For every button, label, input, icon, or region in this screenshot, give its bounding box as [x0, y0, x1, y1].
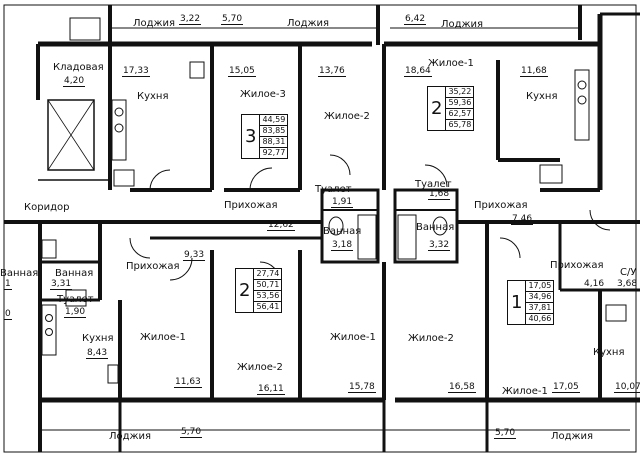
- area-cut-0: 0: [4, 309, 12, 320]
- area-living1-17-05: 17,05: [552, 382, 580, 393]
- room-label-bath-center-right: Ванная: [416, 222, 455, 233]
- area-kitchen-8-43: 8,43: [86, 348, 109, 359]
- area-living1-11-63: 11,63: [174, 377, 202, 388]
- room-label-living1-lower-left: Жилое-1: [140, 332, 186, 343]
- room-label-living2-lower-right: Жилое-2: [408, 333, 454, 344]
- room-label-loggia-bottom-right: Лоджия: [551, 431, 594, 442]
- room-label-loggia-bottom-left: Лоджия: [109, 431, 152, 442]
- room-label-loggia-top-right: Лоджия: [441, 19, 484, 30]
- room-label-bath-lower-left: Ванная: [55, 268, 94, 279]
- room-label-living1-top: Жилое-1: [428, 58, 474, 69]
- apartment-area-value: 17,05: [526, 281, 554, 292]
- apartment-area-value: 56,41: [256, 302, 280, 311]
- area-bath-3-31: 3,31: [50, 279, 73, 290]
- apartment-room-count: 2: [239, 279, 251, 301]
- apartment-area-value: 35,22: [446, 87, 474, 98]
- apartment-area-value: 92,77: [262, 148, 286, 157]
- apartment-area-value: 83,85: [260, 126, 288, 137]
- room-label-toilet-center-left: Туалет: [315, 184, 352, 195]
- area-hallway-4-16: 4,16: [583, 279, 606, 290]
- apartment-area-value: 34,96: [526, 292, 554, 303]
- area-toilet-1-68: 1,68: [428, 189, 451, 200]
- apartment-table-2-room-bottom: 2 27,74 50,71 53,56 56,41: [235, 268, 283, 313]
- area-bath-3-18: 3,18: [331, 240, 354, 251]
- area-living2-13-76: 13,76: [318, 66, 346, 77]
- area-kitchen-11-68: 11,68: [520, 66, 548, 77]
- room-label-loggia-top-mid: Лоджия: [287, 18, 330, 29]
- room-label-toilet-center-right: Туалет: [415, 179, 452, 190]
- area-hallway-7-46: 7,46: [511, 214, 534, 225]
- room-label-hallway-top-right: Прихожая: [474, 200, 528, 211]
- room-label-kitchen-lower-right: Кухня: [593, 347, 625, 358]
- room-label-hallway-lower-right: Прихожая: [550, 260, 604, 271]
- room-label-living3: Жилое-3: [240, 89, 286, 100]
- room-label-loggia-top-left: Лоджия: [133, 18, 176, 29]
- apartment-table-3-room: 3 44,59 83,85 88,31 92,77: [241, 114, 289, 159]
- apartment-area-value: 53,56: [254, 291, 282, 302]
- fixtures: [41, 17, 627, 384]
- room-label-corridor: Коридор: [24, 202, 70, 213]
- room-label-bath-left-edge: Ванная: [0, 268, 39, 279]
- area-kitchen-17-33: 17,33: [122, 66, 150, 77]
- area-loggia-5-70-bottom-right: 5,70: [494, 428, 517, 439]
- area-loggia-3-22: 3,22: [179, 14, 202, 25]
- room-label-living2-top: Жилое-2: [324, 111, 370, 122]
- room-label-kitchen-top-right: Кухня: [526, 91, 558, 102]
- area-toilet-1-91: 1,91: [331, 197, 354, 208]
- room-label-living1-lower-right: Жилое-1: [502, 386, 548, 397]
- area-cut-1: 1: [4, 279, 12, 290]
- area-loggia-6-42: 6,42: [404, 14, 427, 25]
- room-label-living1-lower-center: Жилое-1: [330, 332, 376, 343]
- apartment-area-value: 59,36: [446, 98, 474, 109]
- area-living2-16-11: 16,11: [257, 384, 285, 395]
- room-label-kitchen-top-left: Кухня: [137, 91, 169, 102]
- apartment-area-value: 50,71: [254, 280, 282, 291]
- area-kitchen-10-07: 10,07: [614, 382, 640, 393]
- room-label-combined-bath: С/У: [620, 267, 637, 278]
- area-loggia-5-70-bottom-left: 5,70: [180, 427, 203, 438]
- area-living2-16-58: 16,58: [448, 382, 476, 393]
- room-label-hallway-lower-left: Прихожая: [126, 261, 180, 272]
- area-bath-3-32: 3,32: [428, 240, 451, 251]
- area-living3-15-05: 15,05: [228, 66, 256, 77]
- walls: [3, 4, 640, 453]
- apartment-area-value: 40,66: [528, 314, 552, 323]
- area-combined-bath-3-68: 3,68: [616, 279, 639, 290]
- area-storage-4-20: 4,20: [63, 76, 86, 87]
- apartment-room-count: 3: [245, 125, 257, 147]
- apartment-area-value: 27,74: [254, 269, 282, 280]
- apartment-area-value: 65,78: [448, 120, 472, 129]
- room-label-bath-center-left: Ванная: [323, 226, 362, 237]
- area-living1-18-64: 18,64: [404, 66, 432, 77]
- apartment-area-value: 62,57: [446, 109, 474, 120]
- room-label-kitchen-lower-left: Кухня: [82, 333, 114, 344]
- area-living1-15-78: 15,78: [348, 382, 376, 393]
- room-label-hallway-top-left: Прихожая: [224, 200, 278, 211]
- area-toilet-1-90: 1,90: [64, 307, 87, 318]
- door-swings: [129, 154, 611, 283]
- apartment-area-value: 37,81: [526, 303, 554, 314]
- room-label-living2-lower-left: Жилое-2: [237, 362, 283, 373]
- apartment-table-2-room-top: 2 35,22 59,36 62,57 65,78: [427, 86, 475, 131]
- room-label-toilet-lower-left: Туалет: [57, 294, 94, 305]
- apartment-area-value: 44,59: [260, 115, 288, 126]
- apartment-table-1-room: 1 17,05 34,96 37,81 40,66: [507, 280, 555, 325]
- area-hallway-9-33: 9,33: [183, 250, 206, 261]
- apartment-room-count: 1: [511, 291, 523, 313]
- apartment-area-value: 88,31: [260, 137, 288, 148]
- room-label-storage: Кладовая: [53, 62, 104, 73]
- area-corridor-12-62: 12,62: [267, 220, 295, 231]
- apartment-room-count: 2: [431, 97, 443, 119]
- area-loggia-5-70-top: 5,70: [221, 14, 244, 25]
